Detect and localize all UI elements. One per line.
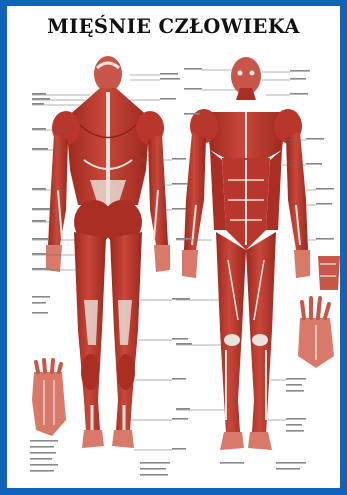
back-view-figure xyxy=(46,56,170,448)
front-right-arm xyxy=(286,132,308,250)
back-left-arm xyxy=(48,134,68,245)
front-left-arm xyxy=(184,132,206,250)
foot-detail xyxy=(32,360,66,436)
hand-detail xyxy=(298,298,334,368)
forearm-detail xyxy=(318,256,340,290)
front-left-leg xyxy=(216,232,246,434)
front-right-leg xyxy=(246,232,276,434)
back-right-arm xyxy=(148,134,168,245)
back-head xyxy=(94,56,122,92)
